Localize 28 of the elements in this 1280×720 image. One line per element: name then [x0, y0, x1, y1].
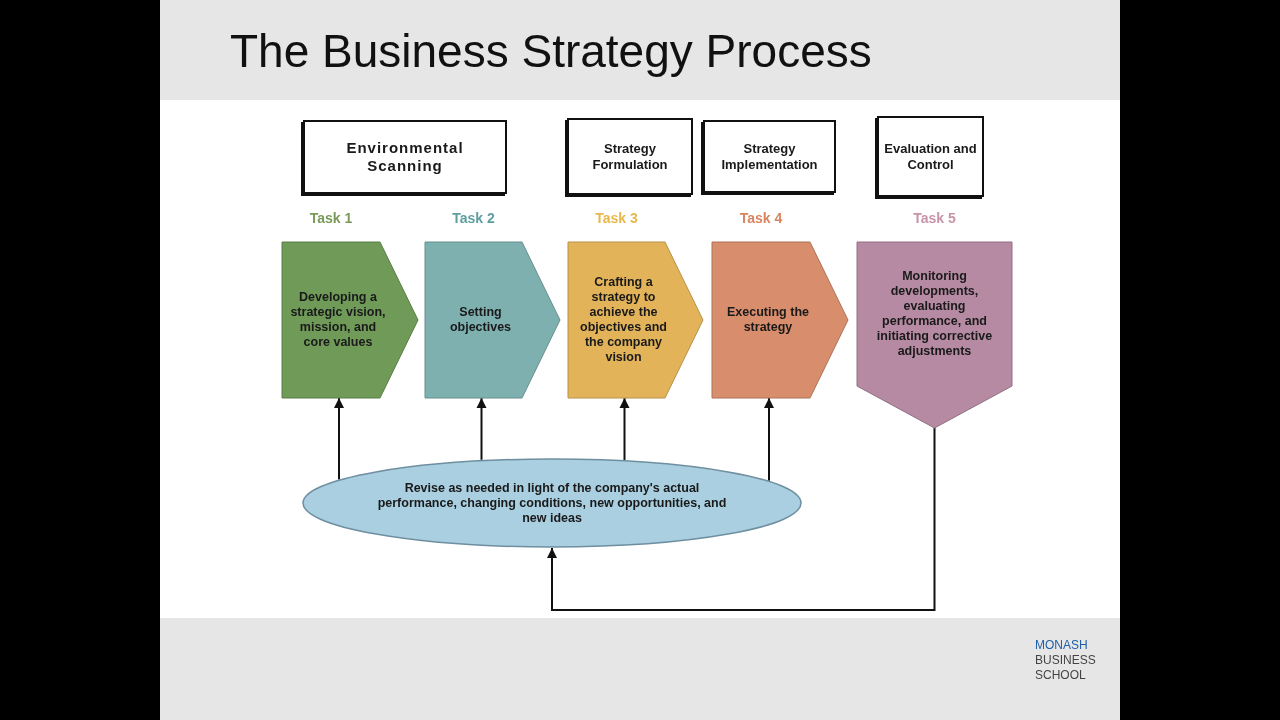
school-name: BUSINESS SCHOOL: [1035, 653, 1095, 683]
task-label: Task 3: [594, 209, 639, 227]
stage-box: [877, 116, 984, 197]
task-description: Monitoring developments, evaluating performance, and initiating corrective adjustments: [875, 268, 994, 360]
task-description: Setting objectives: [448, 304, 513, 336]
arrow: [476, 397, 487, 461]
arrow: [334, 397, 344, 481]
stage-title: Strategy Formulation: [591, 139, 669, 174]
arrow: [547, 427, 936, 611]
stage-box: [303, 120, 507, 194]
arrow: [619, 397, 630, 461]
stage-box: [703, 120, 836, 193]
stage-title: Evaluation and Control: [883, 139, 978, 174]
stage-title: Strategy Implementation: [720, 139, 819, 174]
school-name: MONASH: [1035, 638, 1088, 653]
arrow: [764, 397, 774, 482]
slide-title: The Business Strategy Process: [230, 24, 872, 78]
stage-box: [567, 118, 693, 195]
task-description: Developing a strategic vision, mission, and core values: [289, 289, 387, 351]
task-label: Task 5: [912, 209, 957, 227]
task-description: Crafting a strategy to achieve the objectives and the company vision: [579, 274, 668, 366]
task-label: Task 4: [738, 209, 784, 227]
feedback-ellipse: [302, 458, 802, 548]
task-label: Task 2: [451, 209, 496, 227]
feedback-text: Revise as needed in light of the company's actual performance, changing conditions, new opportunities, and new ideas: [376, 479, 728, 527]
stage-title: Environmental Scanning: [345, 138, 465, 176]
task-label: Task 1: [308, 209, 354, 227]
task-description: Executing the strategy: [726, 304, 810, 336]
